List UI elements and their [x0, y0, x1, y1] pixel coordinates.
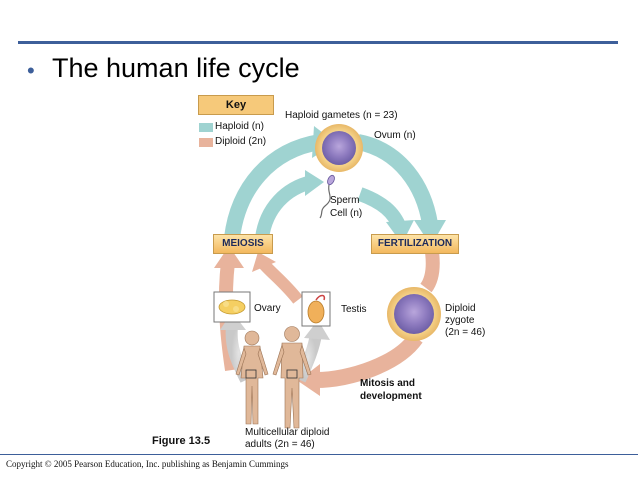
- meiosis-label: MEIOSIS: [213, 234, 273, 254]
- key-header: Key: [198, 95, 274, 115]
- sperm-head: [327, 174, 335, 186]
- sperm-label-line2: Cell (n): [330, 208, 363, 219]
- zygote-label-line1: Diploid: [445, 303, 476, 314]
- haploid-arrowhead-fert-outer: [414, 220, 446, 246]
- ovary-icon: [218, 299, 246, 315]
- adults-label-line1: Multicellular diploid: [245, 427, 330, 438]
- mitosis-label-line1: Mitosis and: [360, 378, 416, 389]
- key-haploid-label: Haploid (n): [215, 121, 264, 132]
- haploid-arrow-to-ovum: [224, 134, 322, 240]
- ovum-cell: [322, 131, 356, 165]
- zygote-label-line2: zygote: [445, 315, 475, 326]
- gray-arrowhead-testis: [304, 320, 330, 340]
- figure-label: Figure 13.5: [152, 435, 211, 447]
- zygote-cell: [394, 294, 434, 334]
- testis-label: Testis: [341, 304, 367, 315]
- haploid-swatch: [199, 123, 213, 132]
- haploid-arrowhead-sperm: [305, 170, 324, 196]
- diploid-arrow-to-zygote: [420, 251, 440, 293]
- female-gonad-marker: [245, 369, 257, 379]
- gametes-label: Haploid gametes (n = 23): [285, 110, 398, 121]
- male-gonad-marker: [286, 369, 298, 379]
- haploid-arrow-to-fertilization-outer: [356, 134, 438, 226]
- diploid-arrow-mitosis: [315, 332, 423, 388]
- mitosis-label-line2: development: [360, 391, 422, 402]
- key-diploid-label: Diploid (2n): [215, 136, 267, 147]
- testis-icon: [307, 300, 325, 324]
- male-figure: [272, 326, 312, 429]
- haploid-arrowhead-fert-inner: [386, 220, 414, 244]
- sperm-label-line1: Sperm: [330, 195, 360, 206]
- haploid-arrow-to-sperm: [255, 175, 314, 240]
- top-rule: [18, 41, 618, 44]
- sperm-tail: [319, 184, 331, 219]
- slide-title: The human life cycle: [52, 53, 300, 83]
- ovary-label: Ovary: [254, 303, 281, 314]
- bottom-rule: [0, 454, 638, 455]
- diploid-arrow-to-meiosis-inner: [257, 258, 303, 304]
- adults-label-line2: adults (2n = 46): [245, 439, 315, 450]
- ovum-label: Ovum (n): [374, 130, 416, 141]
- copyright-text: Copyright © 2005 Pearson Education, Inc.…: [6, 459, 289, 469]
- diploid-swatch: [199, 138, 213, 147]
- diploid-arrowhead-meiosis-outer: [214, 246, 244, 268]
- diploid-arrowhead-meiosis-inner: [252, 252, 276, 272]
- zygote-label-line3: (2n = 46): [445, 327, 486, 338]
- female-figure: [235, 330, 269, 425]
- diploid-arrowhead-adults: [298, 364, 320, 396]
- title-bullet: •: [27, 58, 35, 83]
- fertilization-label: FERTILIZATION: [371, 234, 459, 254]
